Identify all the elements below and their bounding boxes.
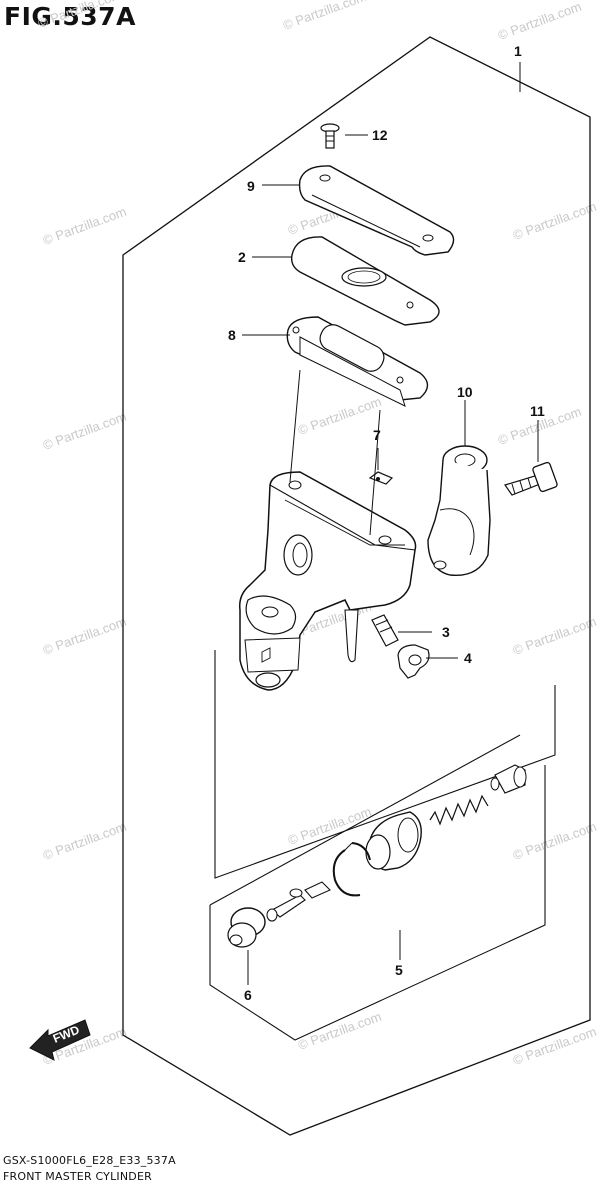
watermark: © Partzilla.com (41, 819, 128, 863)
callout-number: 3 (442, 624, 450, 640)
banjo-bolt-part (504, 461, 558, 496)
diaphragm-plate-part (290, 236, 440, 326)
watermark: © Partzilla.com (41, 409, 128, 453)
callout-number: 9 (247, 178, 255, 194)
callout-number: 11 (530, 403, 545, 419)
clip-part (368, 471, 394, 485)
callout-number: 4 (464, 650, 472, 666)
figure-title: FIG.537A (4, 2, 136, 31)
reservoir-cap-part (298, 165, 455, 256)
fit-line (289, 369, 301, 483)
figure-name: FRONT MASTER CYLINDER (3, 1170, 152, 1183)
watermark: © Partzilla.com (296, 1009, 383, 1053)
banjo-fitting-part (427, 445, 491, 577)
screw-part (320, 123, 340, 149)
watermark: © Partzilla.com (511, 614, 598, 658)
callout-number: 12 (372, 127, 388, 143)
figure-code: GSX-S1000FL6_E28_E33_537A (3, 1154, 176, 1167)
watermark: © Partzilla.com (41, 614, 128, 658)
callout-number: 5 (395, 962, 403, 978)
callout-number: 8 (228, 327, 236, 343)
leader-lines (242, 62, 539, 985)
assembly-frame (122, 36, 591, 1136)
diaphragm-part (286, 316, 429, 407)
callout-number: 2 (238, 249, 246, 265)
watermark: © Partzilla.com (496, 0, 583, 43)
callout-number: 10 (457, 384, 473, 400)
callout-number: 6 (244, 987, 252, 1003)
piston-kit-parts (227, 764, 527, 948)
sub-frame-upper (214, 650, 556, 879)
fit-line (369, 409, 381, 536)
bleeder-cap-part (397, 644, 430, 679)
watermark: © Partzilla.com (511, 199, 598, 243)
watermark: © Partzilla.com (511, 819, 598, 863)
callouts: 1 12 9 2 8 10 11 7 3 4 5 6 (228, 43, 545, 1003)
watermark: © Partzilla.com (41, 204, 128, 248)
callout-number: 7 (373, 427, 381, 443)
watermark: © Partzilla.com (281, 0, 368, 33)
master-cylinder-body (238, 471, 417, 691)
sub-frame-lower (209, 765, 546, 1041)
watermark: © Partzilla.com (36, 0, 123, 31)
sub-frame-top-edge (209, 734, 521, 906)
watermark: © Partzilla.com (296, 394, 383, 438)
callout-number: 1 (514, 43, 522, 59)
bleeder-valve-part (371, 614, 399, 647)
